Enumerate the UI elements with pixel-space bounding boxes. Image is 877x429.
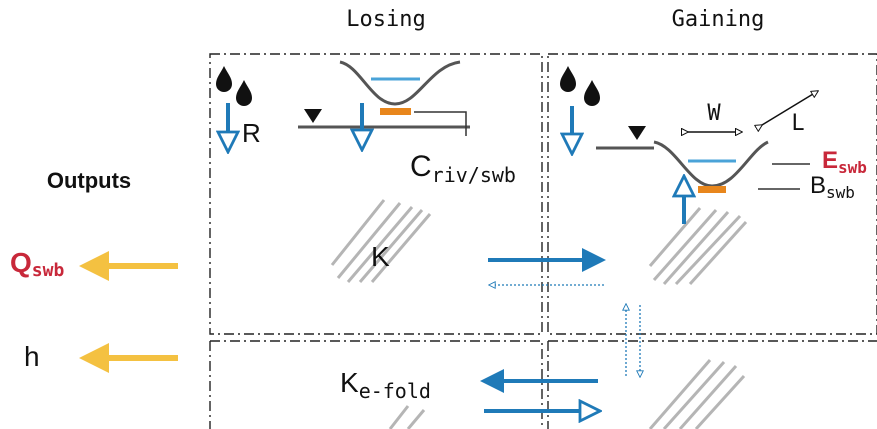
q-output-label: Qswb — [10, 247, 64, 281]
frame-losing-top — [209, 53, 543, 335]
aquifer-hatch-losing-bottom — [388, 405, 426, 429]
elevation-label: Eswb — [822, 147, 867, 177]
water-table-marker — [304, 109, 322, 123]
q-output-main: Q — [10, 247, 32, 278]
gaining-header: Gaining — [672, 7, 765, 32]
river-channel-gaining — [653, 140, 769, 188]
losing-header: Losing — [346, 7, 425, 32]
length-arrow — [762, 91, 818, 125]
raindrop-icon — [216, 66, 252, 106]
outputs-title: Outputs — [47, 168, 131, 193]
q-output-sub: swb — [32, 260, 65, 281]
kefold-sub: e-fold — [359, 379, 431, 403]
kefold-main: K — [340, 367, 359, 398]
bottom-label: Bswb — [810, 172, 855, 202]
elevation-main: E — [822, 147, 838, 174]
water-table-marker-gaining — [628, 126, 646, 140]
riverbed-layer-gaining — [698, 186, 726, 193]
bottom-main: B — [810, 172, 826, 199]
aquifer-hatch-losing-top — [330, 199, 432, 283]
k-label: K — [371, 241, 390, 272]
bottom-sub: swb — [826, 183, 855, 202]
kefold-label: Ke-fold — [340, 367, 431, 403]
raindrop-icon-gaining — [560, 66, 600, 106]
aquifer-hatch-gaining-top — [648, 207, 748, 286]
conductance-main: C — [410, 150, 432, 183]
aquifer-hatch-gaining-bottom — [648, 359, 746, 429]
river-channel-losing — [339, 60, 461, 106]
conductance-pointer — [414, 111, 467, 136]
h-output-label: h — [24, 341, 40, 372]
conductance-label: Criv/swb — [410, 150, 516, 187]
recharge-label: R — [242, 118, 261, 148]
elevation-sub: swb — [838, 158, 867, 177]
riverbed-layer-losing — [380, 108, 411, 115]
width-label: W — [707, 101, 721, 126]
length-label: L — [791, 111, 804, 136]
panel-frames — [209, 53, 877, 429]
conductance-sub: riv/swb — [432, 163, 516, 187]
